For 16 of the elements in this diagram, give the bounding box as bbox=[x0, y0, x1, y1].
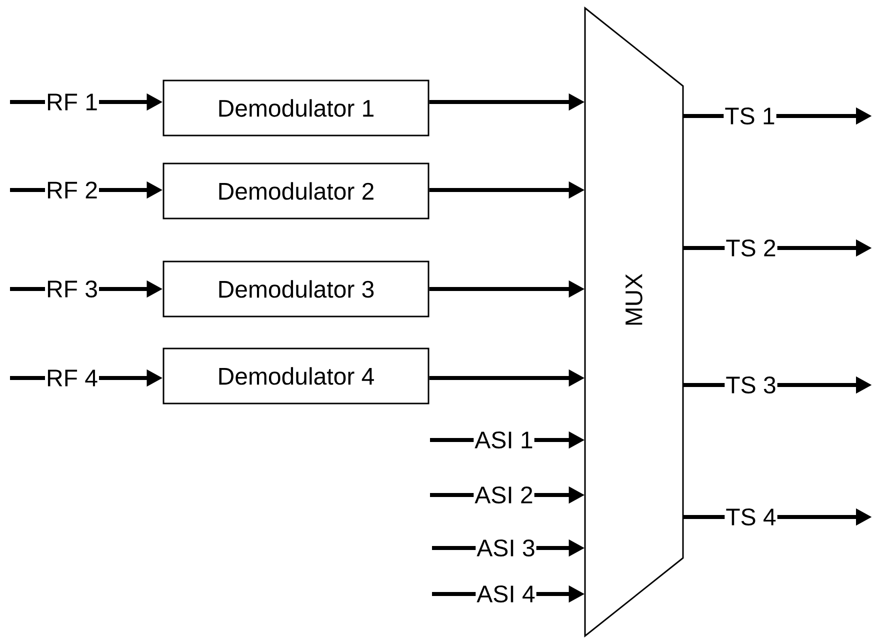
edge-label: TS 3 bbox=[724, 376, 778, 394]
process-box: Demodulator 3 bbox=[162, 260, 430, 318]
edge-label: RF 3 bbox=[45, 280, 100, 298]
edge-label: TS 2 bbox=[724, 238, 778, 258]
edge-label: ASI 3 bbox=[476, 538, 536, 558]
edge-label: RF 2 bbox=[45, 180, 100, 200]
edge-label: ASI 1 bbox=[474, 430, 534, 450]
edge-label: TS 1 bbox=[724, 106, 776, 126]
process-box: Demodulator 1 bbox=[162, 80, 430, 136]
edge-label: RF 1 bbox=[45, 92, 100, 112]
process-box: Demodulator 2 bbox=[162, 162, 430, 220]
process-box: Demodulator 4 bbox=[162, 348, 430, 404]
edge-label: TS 4 bbox=[724, 508, 778, 526]
edge-label: ASI 4 bbox=[476, 584, 536, 604]
edge-label: RF 4 bbox=[45, 368, 100, 388]
edge-label: ASI 2 bbox=[474, 486, 534, 504]
